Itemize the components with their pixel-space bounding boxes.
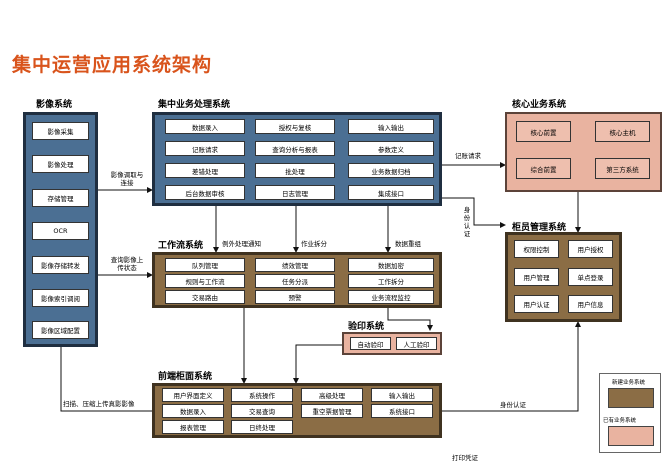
- connector-label-scan-upload: 扫描、压缩上传真影影像: [63, 400, 135, 408]
- teller-item: 用户管理: [514, 268, 559, 286]
- teller-system-title: 柜员管理系统: [512, 223, 567, 233]
- teller-system-panel: 权限控制 用户授权 用户管理 单点登录 用户认证 用户信息: [505, 232, 622, 322]
- workflow-item: 业务流程监控: [348, 290, 434, 304]
- workflow-system-title: 工作流系统: [158, 241, 204, 251]
- seal-system-title: 验印系统: [348, 322, 385, 332]
- central-item: 差错处理: [165, 163, 245, 178]
- workflow-item: 交易路由: [165, 290, 245, 304]
- central-item: 参数定义: [348, 141, 434, 156]
- workflow-item: 绩效管理: [255, 258, 335, 272]
- frontend-item: 系统操作: [231, 388, 293, 402]
- connector-label-job-split: 作业拆分: [301, 240, 327, 248]
- core-item: 综合前置: [516, 158, 571, 179]
- core-system-title: 核心业务系统: [512, 100, 567, 110]
- teller-item: 用户信息: [568, 295, 613, 313]
- legend-existing-label: 已有业务系统: [603, 418, 637, 424]
- connector-label-accounting-request: 记账请求: [455, 152, 481, 160]
- connector-label-identity-auth-vertical: 身份认证: [463, 206, 471, 238]
- legend-new-label: 新建业务系统: [612, 380, 646, 386]
- central-system-title: 集中业务处理系统: [158, 100, 231, 110]
- frontend-system-title: 前端柜面系统: [158, 372, 213, 382]
- connector-label-print-voucher: 打印凭证: [452, 454, 478, 462]
- central-item: 批处理: [255, 163, 335, 178]
- connector-label-exception-notice: 例外处理通知: [222, 240, 261, 248]
- frontend-item: 数据录入: [162, 404, 224, 418]
- central-item: 数据录入: [165, 119, 245, 134]
- core-system-panel: 核心前置 核心主机 综合前置 第三方系统: [505, 112, 662, 192]
- page-title: 集中运营应用系统架构: [12, 54, 213, 76]
- central-item: 授权与复核: [255, 119, 335, 134]
- frontend-item: 用户界面定义: [162, 388, 224, 402]
- teller-item: 用户授权: [568, 240, 613, 258]
- seal-item: 自动验印: [350, 337, 391, 350]
- workflow-item: 队列管理: [165, 258, 245, 272]
- central-item: 输入输出: [348, 119, 434, 134]
- legend: 新建业务系统 已有业务系统: [599, 373, 661, 453]
- core-item: 核心主机: [595, 121, 650, 142]
- connector-label-data-recheck: 数据重组: [395, 240, 421, 248]
- central-system-panel: 数据录入 授权与复核 输入输出 记账请求 查询分析与报表 参数定义 差错处理 批…: [152, 112, 442, 206]
- frontend-item: 高级处理: [301, 388, 363, 402]
- teller-item: 单点登录: [568, 268, 613, 286]
- seal-item: 人工验印: [396, 337, 437, 350]
- imaging-item: 影像采集: [32, 122, 89, 140]
- connector-label-identity-auth: 身份认证: [500, 401, 526, 409]
- frontend-item: 系统接口: [371, 404, 433, 418]
- central-item: 集成接口: [348, 185, 434, 200]
- imaging-system-panel: 影像采集 影像处理 存储管理 OCR 影像存储转发 影像索引调阅 影像区域配置: [23, 112, 98, 347]
- workflow-item: 任务分派: [255, 274, 335, 288]
- central-item: 记账请求: [165, 141, 245, 156]
- imaging-item: OCR: [32, 222, 89, 240]
- legend-existing-swatch: [608, 426, 654, 446]
- central-item: 查询分析与报表: [255, 141, 335, 156]
- workflow-item: 工作拆分: [348, 274, 434, 288]
- central-item: 后台数据审核: [165, 185, 245, 200]
- seal-system-panel: 自动验印 人工验印: [342, 332, 442, 355]
- central-item: 日志管理: [255, 185, 335, 200]
- core-item: 第三方系统: [595, 158, 650, 179]
- frontend-item: 交易查询: [231, 404, 293, 418]
- legend-new-swatch: [608, 388, 654, 408]
- imaging-system-title: 影像系统: [36, 100, 73, 110]
- workflow-system-panel: 队列管理 绩效管理 数据加密 规则与工作流 任务分派 工作拆分 交易路由 预警 …: [152, 252, 442, 308]
- imaging-item: 影像索引调阅: [32, 289, 89, 307]
- core-item: 核心前置: [516, 121, 571, 142]
- imaging-item: 影像处理: [32, 155, 89, 173]
- frontend-item: 输入输出: [371, 388, 433, 402]
- workflow-item: 规则与工作流: [165, 274, 245, 288]
- teller-item: 权限控制: [514, 240, 559, 258]
- central-item: 业务数据归档: [348, 163, 434, 178]
- frontend-system-panel: 用户界面定义 系统操作 高级处理 输入输出 数据录入 交易查询 重空票据管理 系…: [152, 383, 442, 438]
- connector-label-imaging-call: 影像调取与连接: [110, 171, 144, 187]
- frontend-item: 报表管理: [162, 420, 224, 434]
- workflow-item: 预警: [255, 290, 335, 304]
- connector-label-query-upload: 查询影像上传状态: [110, 256, 144, 272]
- imaging-item: 存储管理: [32, 189, 89, 207]
- teller-item: 用户认证: [514, 295, 559, 313]
- imaging-item: 影像区域配置: [32, 321, 89, 339]
- imaging-item: 影像存储转发: [32, 256, 89, 274]
- workflow-item: 数据加密: [348, 258, 434, 272]
- frontend-item: 重空票据管理: [301, 404, 363, 418]
- frontend-item: 日终处理: [231, 420, 293, 434]
